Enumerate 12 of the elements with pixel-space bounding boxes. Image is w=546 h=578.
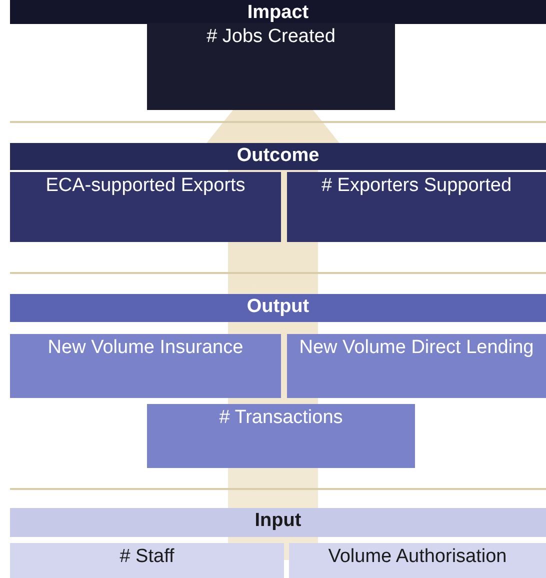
section-header-bar: Input bbox=[10, 508, 546, 537]
result-box: New Volume Direct Lending bbox=[287, 334, 546, 398]
result-box: Volume Authorisation bbox=[289, 543, 546, 578]
section-header-bar: Output bbox=[10, 294, 546, 322]
result-box: # Jobs Created bbox=[147, 23, 395, 110]
result-box: # Exporters Supported bbox=[287, 172, 546, 242]
section-header-bar: Impact bbox=[10, 0, 546, 24]
result-box: # Transactions bbox=[147, 404, 415, 468]
result-box: New Volume Insurance bbox=[10, 334, 281, 398]
result-box: # Staff bbox=[10, 543, 284, 578]
section-header-bar: Outcome bbox=[10, 143, 546, 170]
result-box: ECA-supported Exports bbox=[10, 172, 281, 242]
